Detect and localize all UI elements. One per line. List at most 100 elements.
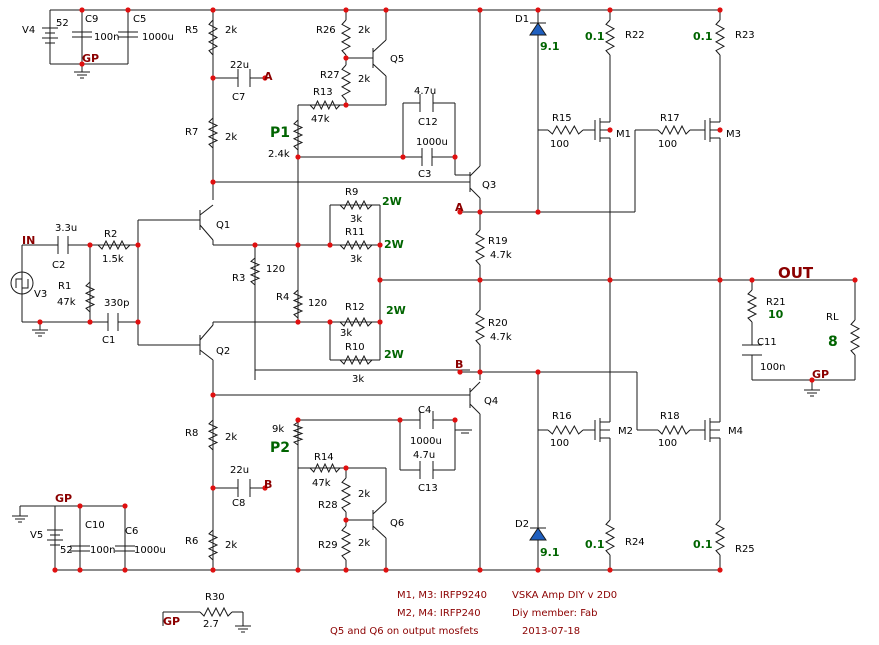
label-r6: R6 — [185, 536, 198, 547]
label-m1: M1 — [616, 129, 631, 140]
capacitors — [57, 31, 762, 552]
label-c12: C12 — [418, 117, 438, 128]
label-gp-bottom: GP — [55, 492, 72, 505]
resistor-r15 — [547, 124, 584, 136]
ground-symbols — [12, 71, 820, 633]
label-r20-value: 4.7k — [490, 332, 512, 343]
label-rl-value: 8 — [828, 334, 838, 350]
junction-dot — [327, 319, 333, 325]
label-r3-value: 120 — [266, 264, 285, 275]
resistor-r17 — [657, 124, 691, 136]
label-c11-value: 100n — [760, 362, 785, 373]
resistor-r27 — [340, 64, 352, 101]
label-c2-value: 3.3u — [55, 223, 77, 234]
resistor-r5 — [207, 19, 219, 56]
label-r5: R5 — [185, 25, 198, 36]
label-r10-power: 2W — [384, 348, 404, 361]
resistor-r16 — [547, 424, 584, 436]
label-d2-value: 9.1 — [540, 546, 560, 559]
junction-dot — [377, 277, 383, 283]
label-r15-value: 100 — [550, 139, 569, 150]
label-r2-value: 1.5k — [102, 254, 124, 265]
label-r21: R21 — [766, 297, 786, 308]
label-r7-value: 2k — [225, 132, 237, 143]
label-d1-value: 9.1 — [540, 40, 560, 53]
junction-dot — [400, 154, 406, 160]
label-r16: R16 — [552, 411, 572, 422]
label-r29: R29 — [318, 540, 338, 551]
label-c13-value: 4.7u — [413, 450, 435, 461]
junction-dot — [295, 417, 301, 423]
label-r23-value: 0.1 — [693, 30, 713, 43]
junction-dot — [122, 503, 128, 509]
label-d1: D1 — [515, 14, 529, 25]
label-v4-value: 52 — [56, 18, 69, 29]
junction-dot — [343, 55, 349, 61]
note-m1-m3: M1, M3: IRFP9240 — [397, 590, 487, 601]
label-q4: Q4 — [484, 396, 498, 407]
junction-dot — [535, 567, 541, 573]
resistor-r13 — [309, 99, 341, 111]
notes: M1, M3: IRFP9240 M2, M4: IRFP240 Q5 and … — [330, 590, 617, 637]
label-r3: R3 — [232, 273, 245, 284]
junction-dot — [457, 209, 463, 215]
junction-dot — [122, 567, 128, 573]
label-d2: D2 — [515, 519, 529, 530]
label-v5: V5 — [30, 530, 43, 541]
component-labels: V4 52 C9 100n C5 1000u GP R5 2k 22u C7 A… — [22, 14, 839, 630]
label-c5-value: 1000u — [142, 32, 174, 43]
junction-dot — [383, 567, 389, 573]
junction-dot — [87, 242, 93, 248]
resistor-r29 — [340, 525, 352, 561]
junction-dot — [607, 7, 613, 13]
label-r14: R14 — [314, 452, 334, 463]
junction-dot — [343, 7, 349, 13]
note-member: Diy member: Fab — [512, 608, 598, 619]
label-m3: M3 — [726, 129, 741, 140]
label-r18: R18 — [660, 411, 680, 422]
label-r16-value: 100 — [550, 438, 569, 449]
junction-dot — [607, 127, 613, 133]
resistor-r23 — [714, 19, 726, 56]
junction-dot — [535, 369, 541, 375]
label-r14-value: 47k — [312, 478, 331, 489]
label-c2: C2 — [52, 260, 65, 271]
junction-dot — [77, 567, 83, 573]
resistor-r1 — [84, 281, 96, 313]
label-r2: R2 — [104, 229, 117, 240]
label-p1-value: 2.4k — [268, 149, 290, 160]
label-c8-value: 22u — [230, 465, 249, 476]
label-r24: R24 — [625, 537, 645, 548]
resistor-r11 — [339, 239, 373, 251]
label-r17: R17 — [660, 113, 680, 124]
resistor-r8 — [207, 419, 219, 451]
resistor-r4 — [292, 289, 304, 319]
label-c3: C3 — [418, 169, 431, 180]
label-q2: Q2 — [216, 346, 230, 357]
junction-dot — [87, 319, 93, 325]
label-r4-value: 120 — [308, 298, 327, 309]
junction-dot — [210, 7, 216, 13]
label-r5-value: 2k — [225, 25, 237, 36]
resistor-r2 — [97, 239, 131, 251]
junction-dot — [607, 277, 613, 283]
resistor-r9 — [339, 199, 373, 211]
label-c5: C5 — [133, 14, 146, 25]
junction-dot — [477, 567, 483, 573]
resistor-r25 — [714, 519, 726, 556]
label-q3: Q3 — [482, 180, 496, 191]
label-v3: V3 — [34, 289, 47, 300]
label-c6-value: 1000u — [134, 545, 166, 556]
junction-dot — [717, 567, 723, 573]
potentiometer-p1 — [292, 119, 304, 151]
junction-dots — [37, 7, 858, 573]
label-r15: R15 — [552, 113, 572, 124]
label-v4: V4 — [22, 25, 35, 36]
label-r7: R7 — [185, 127, 198, 138]
resistor-r19 — [474, 229, 486, 266]
note-q5-q6: Q5 and Q6 on output mosfets — [330, 626, 479, 637]
resistor-r6 — [207, 529, 219, 561]
label-r21-value: 10 — [768, 308, 784, 321]
junction-dot — [717, 277, 723, 283]
